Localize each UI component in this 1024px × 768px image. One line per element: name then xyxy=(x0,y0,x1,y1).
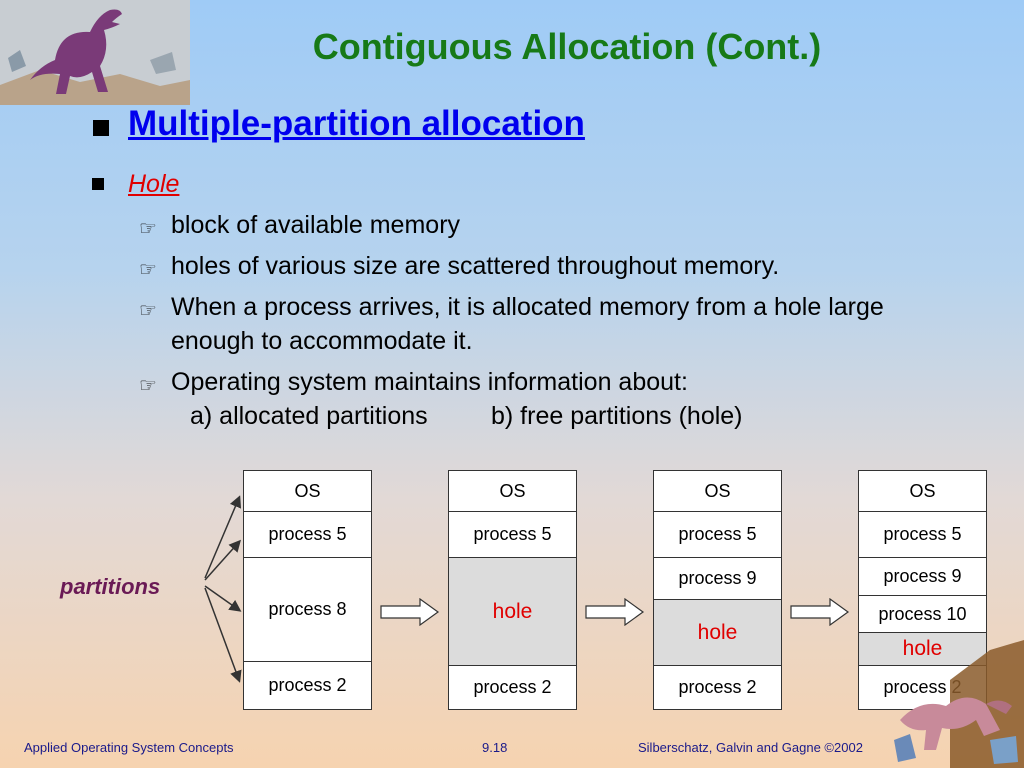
bullet-item: Operating system maintains information a… xyxy=(171,368,688,396)
partition-process: process 2 xyxy=(473,677,552,697)
partition-process: process 2 xyxy=(883,677,962,697)
right-arrow-icon xyxy=(380,598,440,626)
partition-process: process 5 xyxy=(244,512,371,558)
footer-left: Applied Operating System Concepts xyxy=(24,740,234,755)
heading-link[interactable]: Multiple-partition allocation xyxy=(128,104,585,143)
partitions-label: partitions xyxy=(60,574,161,599)
partition-process: process 5 xyxy=(449,512,576,558)
partition-process: process 9 xyxy=(859,558,986,596)
partition-hole: hole xyxy=(449,558,576,666)
bullet-subitem-b: b) free partitions (hole) xyxy=(491,402,743,430)
bullet-item: block of available memory xyxy=(171,211,461,239)
pointing-hand-icon: ☞ xyxy=(139,300,157,322)
partition-process: process 8 xyxy=(244,558,371,662)
partition-os: OS xyxy=(244,471,371,512)
bullet-item: When a process arrives, it is allocated … xyxy=(171,293,884,321)
memory-map-2: OS process 5 hole process 2 xyxy=(448,470,577,710)
partition-process: process 2 xyxy=(678,677,757,697)
bullet-item-continued: enough to accommodate it. xyxy=(171,327,473,355)
partition-os: OS xyxy=(859,471,986,512)
partition-process: process 5 xyxy=(859,512,986,558)
memory-map-3: OS process 5 process 9 hole process 2 xyxy=(653,470,782,710)
bullet-item: holes of various size are scattered thro… xyxy=(171,252,780,280)
footer-page-number: 9.18 xyxy=(482,740,508,755)
dinosaur-icon xyxy=(894,640,1024,768)
slide-title: Contiguous Allocation (Cont.) xyxy=(312,26,822,67)
partition-os: OS xyxy=(654,471,781,512)
subheading-link[interactable]: Hole xyxy=(128,170,180,198)
memory-map-1: OS process 5 process 8 process 2 xyxy=(243,470,372,710)
right-arrow-icon xyxy=(790,598,850,626)
partition-process: process 10 xyxy=(859,596,986,633)
bullet-square-icon xyxy=(92,178,104,190)
pointing-hand-icon: ☞ xyxy=(139,218,157,240)
dinosaur-icon xyxy=(0,0,190,105)
bullet-subitem-a: a) allocated partitions xyxy=(190,402,428,430)
footer-right: Silberschatz, Galvin and Gagne ©2002 xyxy=(638,740,863,755)
right-arrow-icon xyxy=(585,598,645,626)
pointing-hand-icon: ☞ xyxy=(139,375,157,397)
partition-hole: hole xyxy=(859,633,986,666)
bullet-square-icon xyxy=(93,120,109,136)
partition-hole: hole xyxy=(654,600,781,666)
partition-os: OS xyxy=(449,471,576,512)
partition-process: process 9 xyxy=(654,558,781,600)
partition-process: process 5 xyxy=(654,512,781,558)
partition-process: process 2 xyxy=(268,675,347,695)
partition-arrows xyxy=(204,495,242,683)
pointing-hand-icon: ☞ xyxy=(139,259,157,281)
